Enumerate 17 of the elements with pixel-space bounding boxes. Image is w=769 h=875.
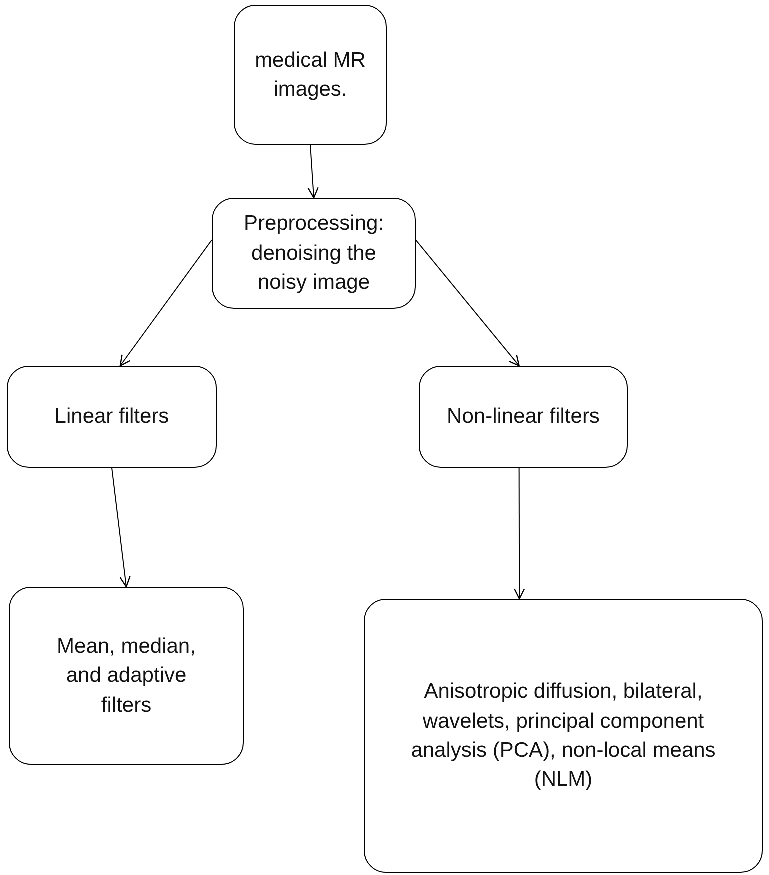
- box-text: Mean, median, and adaptive filters: [56, 634, 197, 719]
- process-box: [7, 366, 217, 468]
- process-box: [212, 198, 416, 309]
- box-text: medical MR images.: [254, 48, 367, 103]
- arrow: [308, 144, 319, 199]
- process-box: [234, 5, 387, 145]
- process-box: [9, 587, 244, 765]
- arrow: [514, 468, 526, 600]
- arrow: [416, 240, 520, 367]
- box-text: Preprocessing: denoising the noisy image: [242, 211, 386, 296]
- box-text: Non-linear filters: [447, 404, 600, 430]
- process-box: [419, 366, 628, 468]
- box-text: Linear filters: [54, 404, 170, 430]
- process-box: [364, 599, 763, 873]
- arrow: [112, 468, 131, 588]
- box-text: Anisotropic diffusion, bilateral, wavelets, principal component analysis (PCA), non-local means (NLM): [410, 679, 717, 794]
- arrow: [120, 240, 212, 367]
